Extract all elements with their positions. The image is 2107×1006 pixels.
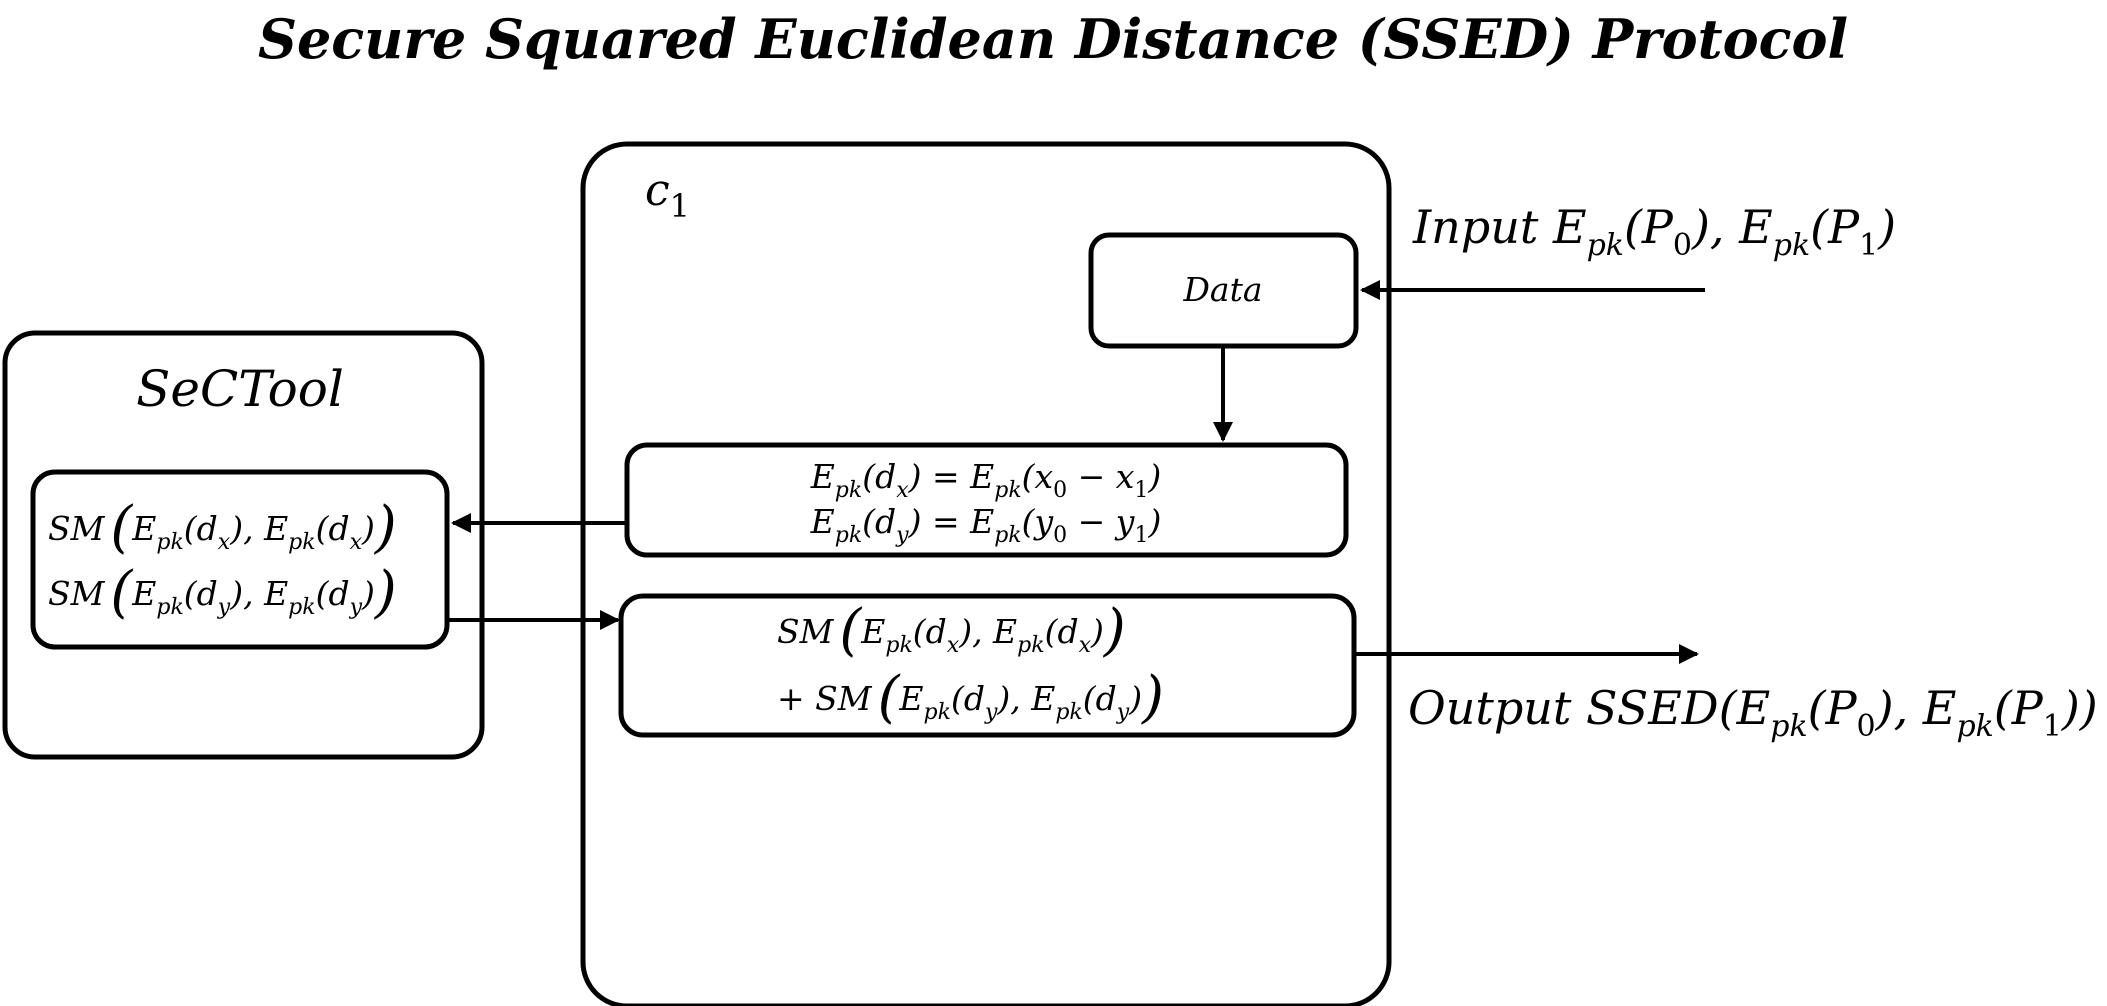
- sectool-sm-box: [30, 469, 450, 650]
- svg-text:+ SM(Epk(dy), Epk(dy)): + SM(Epk(dy), Epk(dy)): [777, 665, 1164, 730]
- svg-text:Epk(dx) = Epk(x0 − x1): Epk(dx) = Epk(x0 − x1): [810, 457, 1162, 503]
- svg-text:SM(Epk(dx), Epk(dx)): SM(Epk(dx), Epk(dx)): [777, 598, 1126, 663]
- difference-box: [624, 442, 1349, 558]
- c1-label: c1: [645, 165, 690, 225]
- sectool-box: [2, 330, 485, 760]
- svg-text:Epk(dy) = Epk(y0 − y1): Epk(dy) = Epk(y0 − y1): [810, 502, 1162, 548]
- sum-box: [618, 593, 1357, 738]
- svg-text:SM(Epk(dx), Epk(dx)): SM(Epk(dx), Epk(dx)): [48, 495, 397, 560]
- difference-line-2: Epk(dy) = Epk(y0 − y1): [810, 502, 1162, 548]
- sectool-sm-line-1: SM(Epk(dx), Epk(dx)): [48, 495, 397, 560]
- sum-line-2: + SM(Epk(dy), Epk(dy)): [777, 665, 1164, 730]
- c1-box: [580, 141, 1392, 1006]
- svg-text:Output SSED(Epk(P0), Epk(P1)): Output SSED(Epk(P0), Epk(P1)): [1408, 681, 2098, 744]
- difference-line-1: Epk(dx) = Epk(x0 − x1): [810, 457, 1162, 503]
- data-box-label: Data: [1182, 270, 1262, 309]
- sectool-title: SeCTool: [136, 360, 344, 418]
- svg-text:SM(Epk(dy), Epk(dy)): SM(Epk(dy), Epk(dy)): [48, 560, 397, 625]
- sectool-sm-line-2: SM(Epk(dy), Epk(dy)): [48, 560, 397, 625]
- sum-line-1: SM(Epk(dx), Epk(dx)): [777, 598, 1126, 663]
- diagram-title: Secure Squared Euclidean Distance (SSED)…: [258, 7, 1848, 71]
- data-box: [1088, 232, 1359, 349]
- svg-text:Input Epk(P0), Epk(P1): Input Epk(P0), Epk(P1): [1412, 200, 1896, 263]
- input-label: Input Epk(P0), Epk(P1): [1412, 200, 1896, 263]
- output-label: Output SSED(Epk(P0), Epk(P1)): [1408, 681, 2098, 744]
